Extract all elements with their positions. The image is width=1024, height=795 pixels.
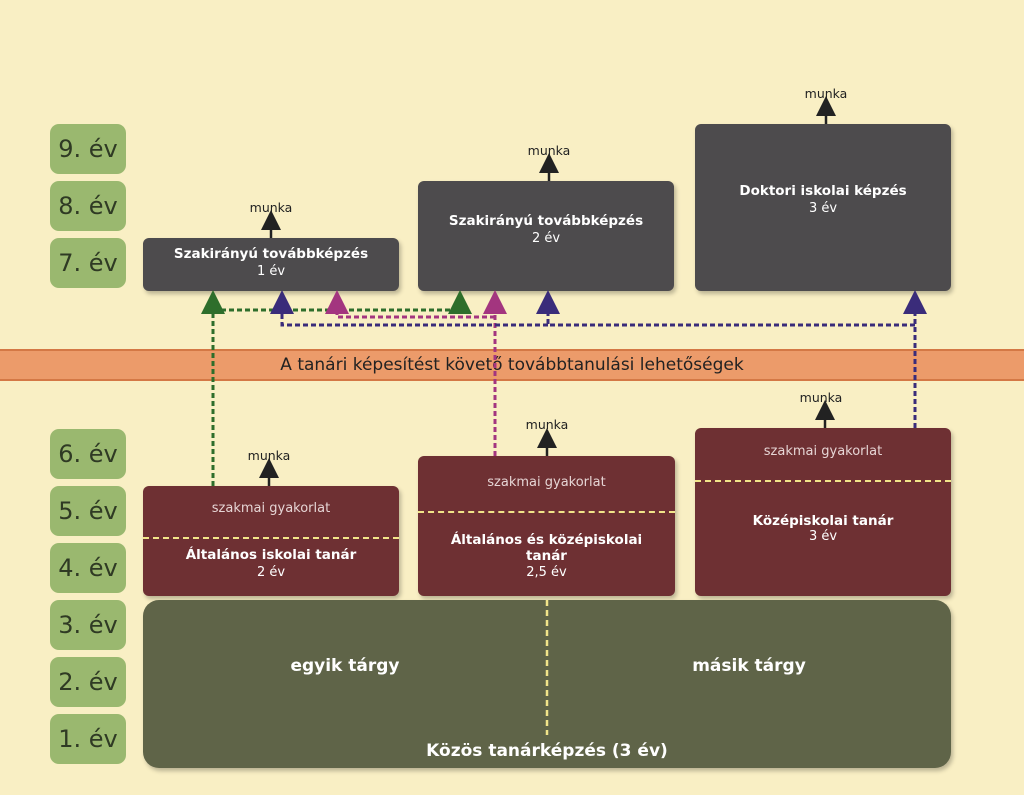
box-title: Általános iskolai tanár xyxy=(185,547,357,563)
specialist-training-1yr-box: Szakirányú továbbképzés 1 év xyxy=(143,238,399,291)
dashed-separator xyxy=(418,511,675,513)
band-label: A tanári képesítést követő továbbtanulás… xyxy=(280,355,744,375)
box-title: Szakirányú továbbképzés xyxy=(173,246,369,262)
box-duration: 3 év xyxy=(808,201,838,216)
work-label-upper-2: munka xyxy=(527,143,571,158)
box-duration: 2 év xyxy=(531,231,561,246)
primary-teacher-box: szakmai gyakorlat Általános iskolai taná… xyxy=(143,486,399,596)
box-title: Szakirányú továbbképzés xyxy=(448,213,644,229)
box-duration: 2,5 év xyxy=(526,565,567,580)
box-duration: 1 év xyxy=(256,264,286,279)
year-badge-6: 6. év xyxy=(50,429,126,479)
year-badge-2: 2. év xyxy=(50,657,126,707)
dashed-separator xyxy=(695,480,951,482)
further-studies-band: A tanári képesítést követő továbbtanulás… xyxy=(0,349,1024,381)
year-badge-5: 5. év xyxy=(50,486,126,536)
box-title-line1: Általános és középiskolai xyxy=(450,532,643,548)
work-label-upper-3: munka xyxy=(804,86,848,101)
primary-secondary-teacher-box: szakmai gyakorlat Általános és középisko… xyxy=(418,456,675,596)
work-label-lower-1: munka xyxy=(247,448,291,463)
navy-path-branch-2 xyxy=(536,290,915,327)
box-duration: 2 év xyxy=(256,565,286,580)
left-subject-label: egyik tárgy xyxy=(290,656,400,676)
specialist-training-2yr-box: Szakirányú továbbképzés 2 év xyxy=(418,181,674,291)
right-subject-label: másik tárgy xyxy=(692,656,806,676)
year-badge-3: 3. év xyxy=(50,600,126,650)
navy-path-branch-1 xyxy=(270,290,548,327)
magenta-path-branch xyxy=(325,290,495,319)
secondary-teacher-box: szakmai gyakorlat Középiskolai tanár 3 é… xyxy=(695,428,951,596)
green-path-branch xyxy=(213,290,472,314)
box-duration: 3 év xyxy=(808,529,838,544)
work-label-lower-3: munka xyxy=(799,390,843,405)
practice-label: szakmai gyakorlat xyxy=(763,444,883,459)
work-label-upper-1: munka xyxy=(249,200,293,215)
box-title: Doktori iskolai képzés xyxy=(739,183,907,199)
box-title: Középiskolai tanár xyxy=(752,513,894,529)
year-badge-1: 1. év xyxy=(50,714,126,764)
box-title-line2: tanár xyxy=(526,548,567,564)
practice-label: szakmai gyakorlat xyxy=(211,501,331,516)
work-label-lower-2: munka xyxy=(525,417,569,432)
year-badge-8: 8. év xyxy=(50,181,126,231)
practice-label: szakmai gyakorlat xyxy=(487,475,606,490)
common-training-label: Közös tanárképzés (3 év) xyxy=(426,741,668,761)
doctoral-school-box: Doktori iskolai képzés 3 év xyxy=(695,124,951,291)
year-badge-7: 7. év xyxy=(50,238,126,288)
year-badge-9: 9. év xyxy=(50,124,126,174)
dashed-separator xyxy=(143,537,399,539)
year-badge-4: 4. év xyxy=(50,543,126,593)
